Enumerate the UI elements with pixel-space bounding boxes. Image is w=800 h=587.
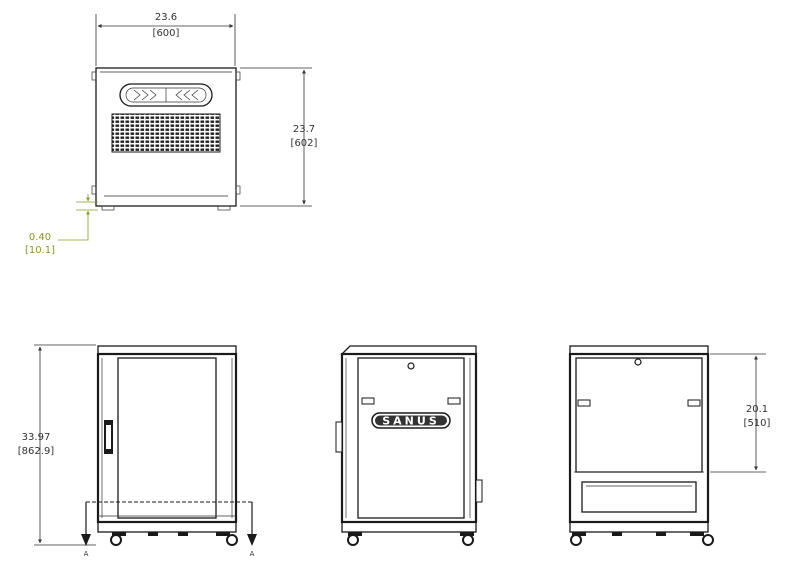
front-height-inches: 33.97 (22, 432, 51, 443)
side-view: SANUS (335, 345, 483, 546)
rear-lock-icon (634, 358, 642, 366)
front-base (97, 521, 237, 533)
front-height-mm: [862.9] (18, 446, 55, 457)
top-view: 23.6 [600] 23.7 [602] (25, 12, 318, 256)
top-offset-dimension: 0.40 [10.1] (25, 194, 98, 256)
top-vent-grille (111, 113, 221, 153)
top-right-latch (235, 71, 241, 81)
rear-height-inches: 20.1 (746, 404, 768, 415)
side-logo-text: SANUS (382, 415, 440, 428)
rear-right-latch (687, 399, 701, 407)
rear-height-mm: [510] (744, 418, 771, 429)
top-width-dimension: 23.6 [600] (95, 12, 236, 66)
side-left-latch (361, 397, 375, 405)
front-cabinet-frame (96, 352, 238, 524)
side-panel (357, 357, 465, 519)
rear-upper-panel (575, 357, 703, 473)
top-view-body (95, 67, 237, 207)
front-right-caster (216, 532, 238, 546)
rear-cabinet-frame (568, 352, 710, 524)
top-handle-slot (119, 83, 213, 107)
section-label-right: A (250, 550, 255, 558)
side-logo-badge: SANUS (371, 412, 451, 429)
top-offset-mm: [10.1] (25, 245, 55, 256)
rear-right-caster (690, 532, 714, 546)
side-top-cap (340, 345, 477, 355)
front-top-cap (97, 345, 237, 355)
rear-cable-panel (581, 481, 697, 513)
rear-left-latch (577, 399, 591, 407)
rear-height-dimension: 20.1 [510] (710, 353, 771, 473)
top-left-latch (91, 71, 97, 81)
section-label-left: A (84, 550, 89, 558)
rear-top-cap (569, 345, 709, 355)
top-depth-dimension: 23.7 [602] (240, 67, 318, 207)
side-right-latch (447, 397, 461, 405)
front-height-dimension: 33.97 [862.9] (18, 344, 96, 546)
top-offset-inches: 0.40 (29, 232, 51, 243)
front-left-caster (110, 532, 126, 546)
top-width-mm: [600] (153, 28, 180, 39)
front-door-panel (117, 357, 217, 519)
side-right-caster (460, 532, 474, 546)
side-cabinet-frame (340, 352, 478, 524)
rear-view: 20.1 [510] (568, 345, 771, 546)
side-base (341, 521, 477, 533)
top-width-inches: 23.6 (155, 12, 177, 23)
front-view: 33.97 [862.9] A (18, 344, 257, 558)
rear-left-caster (570, 532, 586, 546)
top-depth-mm: [602] (291, 138, 318, 149)
side-lock-icon (407, 362, 415, 370)
rear-base (569, 521, 709, 533)
side-left-caster (347, 532, 362, 546)
section-line-a: A A (81, 501, 257, 558)
top-depth-inches: 23.7 (293, 124, 315, 135)
